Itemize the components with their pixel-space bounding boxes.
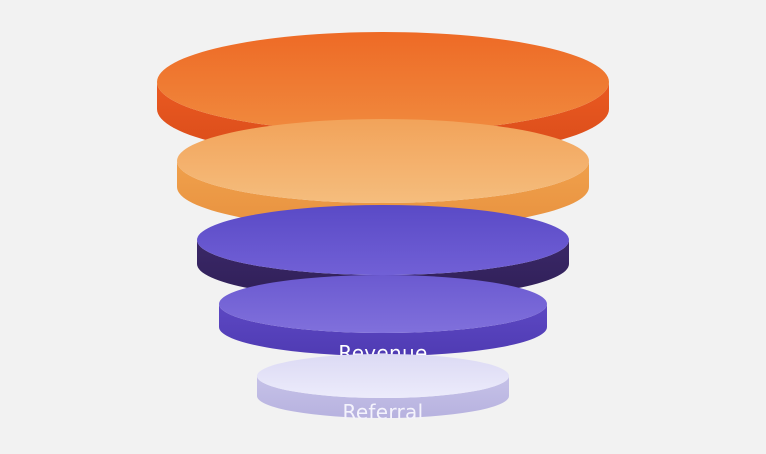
funnel-layer-side	[257, 376, 509, 418]
funnel-layer-label: Referral	[343, 400, 424, 424]
funnel-layer-top	[219, 275, 547, 333]
funnel-layer-side	[219, 304, 547, 356]
funnel-layer-top	[157, 32, 609, 132]
funnel-layer-top	[257, 354, 509, 398]
funnel-layer-top	[177, 119, 589, 203]
funnel-layer-referral: Referral	[257, 354, 509, 424]
funnel-layer-top	[197, 205, 569, 275]
funnel-layer-revenue: Revenue	[219, 275, 547, 365]
